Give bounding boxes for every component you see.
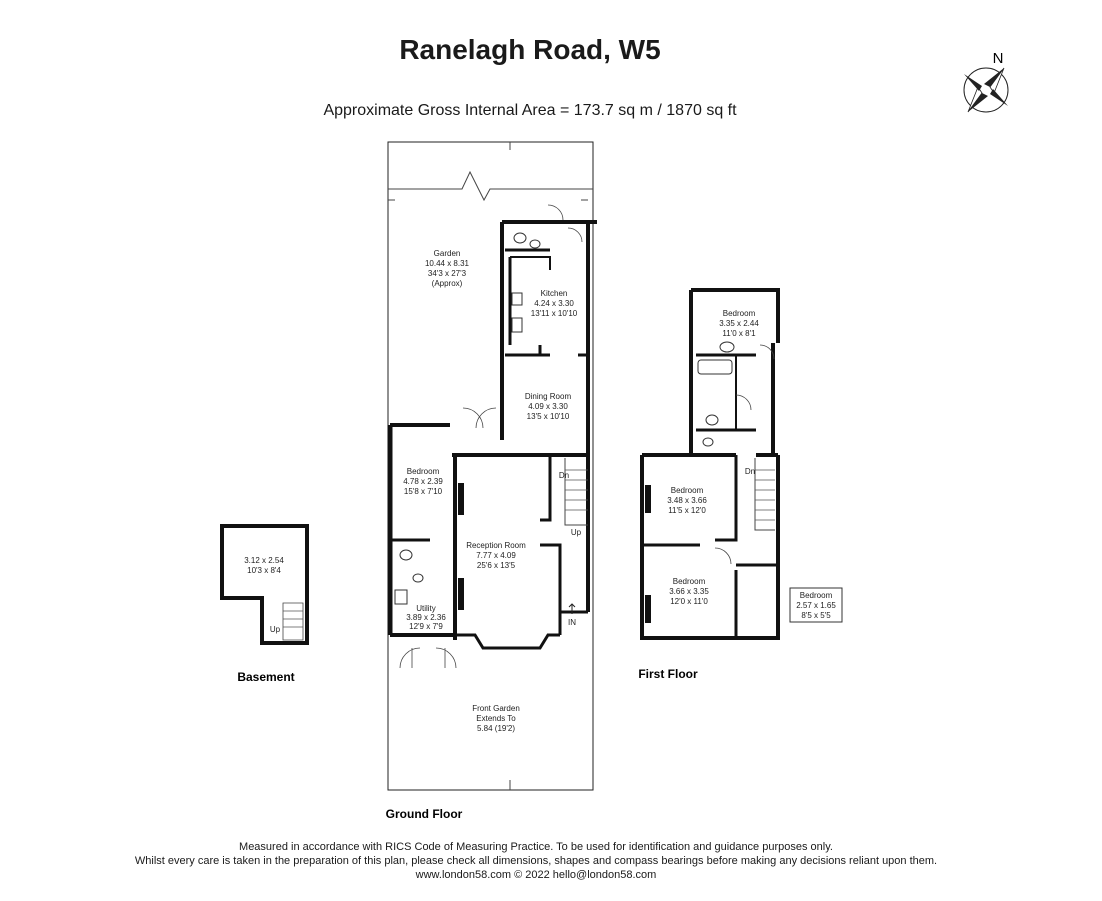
svg-text:13'11 x 10'10: 13'11 x 10'10 bbox=[531, 309, 578, 318]
svg-text:34'3 x 27'3: 34'3 x 27'3 bbox=[428, 269, 467, 278]
svg-text:Kitchen: Kitchen bbox=[541, 289, 568, 298]
svg-text:7.77 x 4.09: 7.77 x 4.09 bbox=[476, 551, 516, 560]
svg-text:5.84 (19'2): 5.84 (19'2) bbox=[477, 724, 515, 733]
compass-rose-icon: N bbox=[963, 50, 1009, 113]
svg-text:11'5 x 12'0: 11'5 x 12'0 bbox=[668, 506, 706, 515]
room-first-bedroom-top: Bedroom 3.35 x 2.44 11'0 x 8'1 bbox=[719, 309, 759, 338]
first-floor-label: First Floor bbox=[638, 667, 698, 681]
svg-text:3.35 x 2.44: 3.35 x 2.44 bbox=[719, 319, 759, 328]
svg-text:2.57 x 1.65: 2.57 x 1.65 bbox=[796, 601, 836, 610]
basement-plan bbox=[220, 524, 309, 645]
svg-text:12'0 x 11'0: 12'0 x 11'0 bbox=[670, 597, 708, 606]
basement-up-label: Up bbox=[270, 625, 281, 634]
svg-text:4.78 x 2.39: 4.78 x 2.39 bbox=[403, 477, 443, 486]
ground-floor-label: Ground Floor bbox=[386, 807, 463, 821]
room-utility: Utility 3.89 x 2.36 12'9 x 7'9 bbox=[406, 604, 446, 631]
room-ground-bedroom: Bedroom 4.78 x 2.39 15'8 x 7'10 bbox=[403, 467, 443, 496]
svg-text:Front Garden: Front Garden bbox=[472, 704, 520, 713]
svg-text:11'0 x 8'1: 11'0 x 8'1 bbox=[722, 329, 756, 338]
svg-text:Utility: Utility bbox=[416, 604, 436, 613]
room-reception: Reception Room 7.77 x 4.09 25'6 x 13'5 bbox=[466, 541, 526, 570]
room-kitchen: Kitchen 4.24 x 3.30 13'11 x 10'10 bbox=[531, 289, 578, 318]
svg-text:Bedroom: Bedroom bbox=[673, 577, 706, 586]
entrance-arrow-icon bbox=[568, 603, 576, 614]
gross-area-subtitle: Approximate Gross Internal Area = 173.7 … bbox=[323, 102, 737, 119]
first-floor-plan bbox=[640, 288, 780, 640]
footer-line-2: Whilst every care is taken in the prepar… bbox=[134, 855, 938, 867]
svg-text:Bedroom: Bedroom bbox=[723, 309, 756, 318]
room-first-bedroom-box: Bedroom 2.57 x 1.65 8'5 x 5'5 bbox=[789, 587, 843, 623]
svg-text:8'5 x 5'5: 8'5 x 5'5 bbox=[801, 611, 831, 620]
compass-north-label: N bbox=[993, 50, 1004, 67]
room-first-bedroom-bottom: Bedroom 3.66 x 3.35 12'0 x 11'0 bbox=[669, 577, 709, 606]
svg-text:4.09 x 3.30: 4.09 x 3.30 bbox=[528, 402, 568, 411]
room-first-bedroom-middle: Bedroom 3.48 x 3.66 11'5 x 12'0 bbox=[667, 486, 707, 515]
svg-text:3.66 x 3.35: 3.66 x 3.35 bbox=[669, 587, 709, 596]
svg-text:3.89 x 2.36: 3.89 x 2.36 bbox=[406, 613, 446, 622]
svg-text:10.44 x 8.31: 10.44 x 8.31 bbox=[425, 259, 470, 268]
svg-text:13'5 x 10'10: 13'5 x 10'10 bbox=[527, 412, 570, 421]
svg-text:Dining Room: Dining Room bbox=[525, 392, 572, 401]
ground-floor-plan bbox=[387, 141, 597, 791]
svg-text:Bedroom: Bedroom bbox=[671, 486, 704, 495]
stairs-down-label: Dn bbox=[559, 471, 569, 480]
room-dining: Dining Room 4.09 x 3.30 13'5 x 10'10 bbox=[525, 392, 572, 421]
basement-label: Basement bbox=[237, 670, 294, 684]
disclaimer-footer: Measured in accordance with RICS Code of… bbox=[0, 840, 1072, 882]
room-basement: 3.12 x 2.54 10'3 x 8'4 bbox=[244, 556, 284, 575]
room-garden: Garden 10.44 x 8.31 34'3 x 27'3 (Approx) bbox=[425, 249, 470, 288]
svg-text:Bedroom: Bedroom bbox=[407, 467, 440, 476]
footer-line-1: Measured in accordance with RICS Code of… bbox=[239, 841, 833, 853]
svg-text:4.24 x 3.30: 4.24 x 3.30 bbox=[534, 299, 574, 308]
entrance-label: IN bbox=[568, 618, 576, 627]
footer-line-3: www.london58.com © 2022 hello@london58.c… bbox=[415, 869, 657, 881]
svg-text:Extends To: Extends To bbox=[476, 714, 516, 723]
first-floor-down-label: Dn bbox=[745, 467, 755, 476]
plan-title: Ranelagh Road, W5 bbox=[399, 34, 661, 65]
svg-text:15'8 x 7'10: 15'8 x 7'10 bbox=[404, 487, 443, 496]
stairs-up-label: Up bbox=[571, 528, 582, 537]
svg-text:12'9 x 7'9: 12'9 x 7'9 bbox=[409, 622, 443, 631]
svg-text:Bedroom: Bedroom bbox=[800, 591, 833, 600]
svg-text:Garden: Garden bbox=[434, 249, 461, 258]
svg-text:Reception Room: Reception Room bbox=[466, 541, 526, 550]
svg-text:25'6 x 13'5: 25'6 x 13'5 bbox=[477, 561, 516, 570]
svg-text:10'3 x 8'4: 10'3 x 8'4 bbox=[247, 566, 281, 575]
room-front-garden: Front Garden Extends To 5.84 (19'2) bbox=[472, 704, 520, 733]
svg-text:3.48 x 3.66: 3.48 x 3.66 bbox=[667, 496, 707, 505]
svg-text:3.12 x 2.54: 3.12 x 2.54 bbox=[244, 556, 284, 565]
svg-text:(Approx): (Approx) bbox=[432, 279, 463, 288]
